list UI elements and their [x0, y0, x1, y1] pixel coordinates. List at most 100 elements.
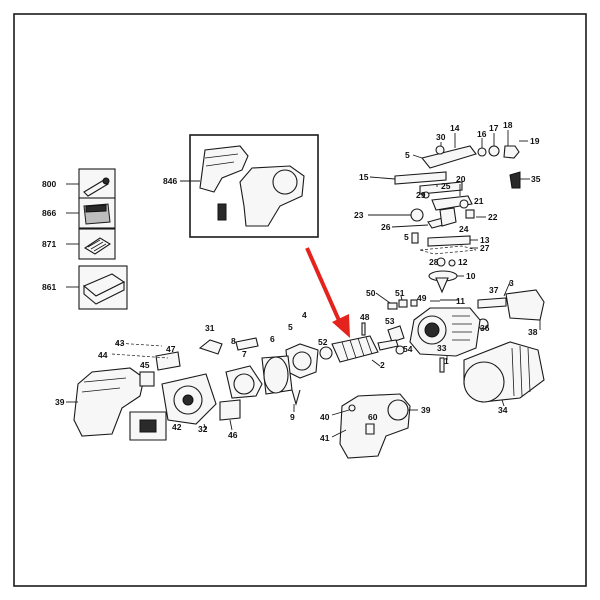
- label-27: 27: [480, 243, 490, 253]
- part-16-washer: [477, 147, 487, 157]
- label-26: 26: [381, 222, 391, 232]
- label-60: 60: [368, 412, 378, 422]
- label-47: 47: [166, 344, 176, 354]
- part-39-right-motor-boss: [387, 399, 409, 421]
- label-5-centre: 5: [288, 322, 293, 332]
- leader-26: [391, 224, 429, 228]
- label-28: 28: [429, 257, 439, 267]
- leader-34: [501, 399, 505, 407]
- leader-46: [229, 419, 233, 431]
- label-40: 40: [320, 412, 330, 422]
- label-23: 23: [354, 210, 364, 220]
- label-37: 37: [489, 285, 499, 295]
- leader-2: [371, 359, 381, 367]
- leader-32: [203, 423, 207, 431]
- leader-50: [375, 292, 391, 304]
- label-846: 846: [163, 176, 177, 186]
- accessory-861-case: [66, 265, 128, 310]
- red-arrow-shaft: [305, 247, 343, 326]
- armature-assembly: [319, 322, 399, 367]
- part-25-guide: [419, 181, 463, 195]
- part-42-switch-body: [139, 419, 157, 433]
- left-housing: [66, 342, 169, 441]
- label-25: 25: [441, 181, 451, 191]
- part-2-armature-shaft: [377, 339, 399, 351]
- part-53-bearing: [387, 325, 405, 343]
- label-10: 10: [466, 271, 476, 281]
- inset-846-motor-boss: [272, 169, 298, 195]
- part-17-washer: [488, 145, 500, 157]
- label-4: 4: [302, 310, 307, 320]
- label-3: 3: [509, 278, 514, 288]
- part-60-screw: [365, 423, 375, 435]
- label-45: 45: [140, 360, 150, 370]
- label-35: 35: [531, 174, 541, 184]
- part-21-pin: [459, 199, 469, 209]
- label-30: 30: [436, 132, 446, 142]
- part-37-lever: [477, 297, 507, 309]
- label-8: 8: [231, 336, 236, 346]
- part-47-label: [155, 351, 181, 371]
- accessory-800-charger-plug: [66, 168, 116, 200]
- label-2: 2: [380, 360, 385, 370]
- inset-846-left-detail: [204, 153, 239, 167]
- nose-boot: [463, 341, 545, 407]
- part-34-boot-opening: [463, 361, 505, 403]
- part-14-blade-clamp: [421, 145, 477, 169]
- part-9-screw: [291, 389, 301, 407]
- label-12: 12: [458, 257, 468, 267]
- part-38-shoe: [505, 289, 545, 321]
- part-5b-screw: [411, 232, 419, 244]
- part-2-armature: [331, 335, 379, 363]
- leader-3: [503, 281, 511, 297]
- leader-51: [400, 295, 403, 301]
- label-14: 14: [450, 123, 460, 133]
- part-46-label: [219, 399, 241, 421]
- part-labels: 800 866 871 861 846 30 14 16 17 18 19 5 …: [42, 120, 541, 443]
- label-22: 22: [488, 212, 498, 222]
- right-housing: [331, 393, 418, 459]
- label-18: 18: [503, 120, 513, 130]
- label-32: 32: [198, 424, 208, 434]
- red-callout-arrow: [305, 247, 350, 338]
- leader-15: [369, 176, 396, 180]
- label-41: 41: [320, 433, 330, 443]
- inset-846-switch: [217, 203, 227, 221]
- plunger-assembly: [368, 171, 486, 229]
- label-6: 6: [270, 334, 275, 344]
- part-18-nut: [503, 145, 520, 159]
- label-24: 24: [459, 224, 469, 234]
- part-51-clip: [398, 299, 408, 308]
- part-48-screw: [361, 322, 366, 336]
- part-44-rod: [111, 353, 169, 359]
- part-1-bore-inner: [424, 322, 440, 338]
- part-54-washer: [395, 345, 405, 355]
- part-23-seal: [410, 208, 424, 222]
- label-17: 17: [489, 123, 499, 133]
- label-866: 866: [42, 208, 56, 218]
- part-52-bearing: [319, 346, 333, 360]
- label-42: 42: [172, 422, 182, 432]
- inset-846-frame: [189, 134, 319, 238]
- part-4-ring-bore: [292, 351, 312, 371]
- part-6-can-opening: [263, 356, 289, 394]
- part-12-clip: [448, 259, 456, 267]
- label-871: 871: [42, 239, 56, 249]
- label-7: 7: [242, 349, 247, 359]
- part-24-block: [439, 207, 457, 227]
- part-35-lever: [509, 171, 521, 189]
- part-13-plate: [427, 235, 471, 247]
- label-15: 15: [359, 172, 369, 182]
- top-clamp-assembly: [412, 130, 530, 189]
- part-33-screw: [439, 357, 445, 373]
- label-49: 49: [417, 293, 427, 303]
- accessory-871-hatch: [87, 239, 107, 252]
- part-32-motor-shaft: [182, 394, 194, 406]
- part-10-gear-shaft: [435, 277, 449, 294]
- shoe-assembly: [477, 281, 545, 330]
- part-39-left-housing: [73, 367, 145, 437]
- label-36: 36: [480, 323, 490, 333]
- part-30-screw: [435, 145, 445, 155]
- label-5-top: 5: [405, 150, 410, 160]
- part-34-boot-ribs: [511, 345, 531, 397]
